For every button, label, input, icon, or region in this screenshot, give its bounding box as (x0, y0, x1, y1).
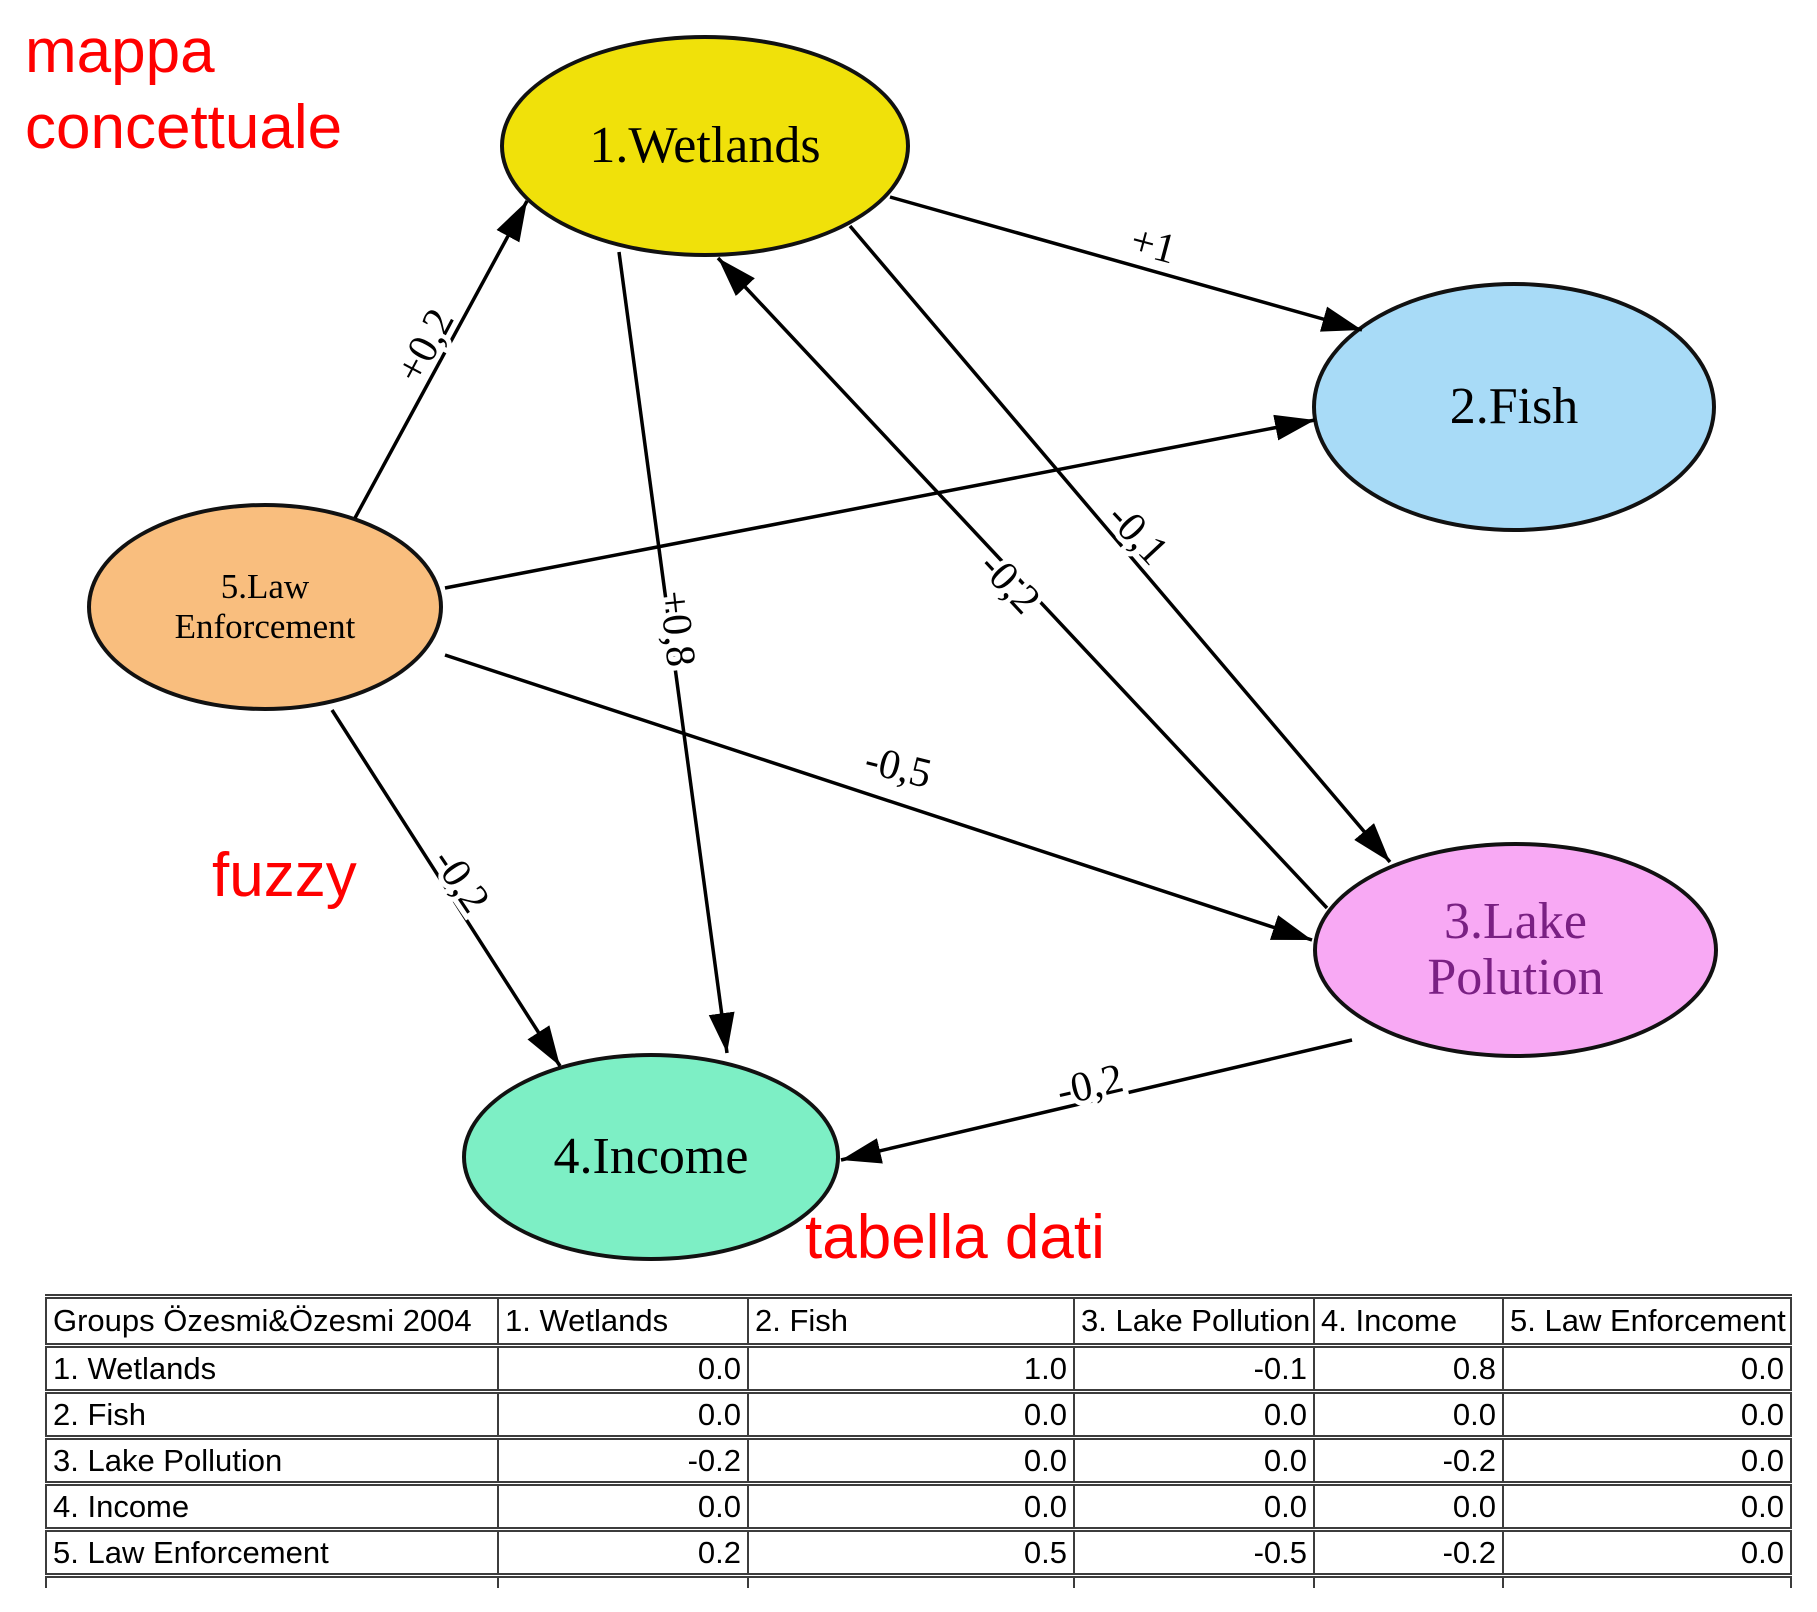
node-law-enforcement-label-line2: Enforcement (174, 607, 356, 646)
node-lake-pollution-label-line1: 3.Lake (1444, 893, 1587, 950)
table-annotation: tabella dati (805, 1203, 1105, 1272)
node-income: 4.Income (462, 1053, 840, 1261)
cell-value: 0.0 (1502, 1527, 1792, 1578)
cell-value: 0.0 (1313, 1389, 1504, 1440)
row-label: 5. Law Enforcement (45, 1527, 499, 1578)
row-label: 2. Fish (45, 1389, 499, 1440)
cell-value: -0.2 (497, 1435, 749, 1486)
cell-value: 0.0 (497, 1389, 749, 1440)
edge-law-enforcement-to-income (330, 709, 562, 1067)
cell-value: 0.0 (1502, 1343, 1792, 1394)
edge-weight-label: -0,1 (1098, 494, 1177, 574)
map-annotation: mappa concettuale (25, 14, 342, 166)
edge-weight-label: +1 (1126, 217, 1181, 273)
table-header-wetlands: 1. Wetlands (497, 1294, 749, 1348)
table-row-lake-pollution: 3. Lake Pollution -0.2 0.0 0.0 -0.2 0.0 (45, 1435, 1792, 1486)
table-header-law-enforcement: 5. Law Enforcement (1502, 1294, 1792, 1348)
edge-law-enforcement-to-wetlands (353, 200, 529, 519)
table-header-income: 4. Income (1313, 1294, 1504, 1348)
node-lake-pollution: 3.Lake Polution (1313, 842, 1718, 1058)
table-row-law-enforcement: 5. Law Enforcement 0.2 0.5 -0.5 -0.2 0.0 (45, 1527, 1792, 1578)
edge-law-enforcement-to-fish (444, 414, 1316, 590)
table-row-income: 4. Income 0.0 0.0 0.0 0.0 0.0 (45, 1481, 1792, 1532)
edge-weight-label: -0,2 (970, 543, 1049, 623)
cell-value: -0.1 (1073, 1343, 1315, 1394)
node-income-label: 4.Income (553, 1128, 749, 1185)
edge-weight-label: -0,2 (423, 840, 498, 921)
node-law-enforcement: 5.Law Enforcement (87, 503, 443, 711)
row-label: 3. Lake Pollution (45, 1435, 499, 1486)
cell-value: 0.0 (747, 1481, 1075, 1532)
cell-value: 0.0 (1502, 1435, 1792, 1486)
table-header-row: Groups Özesmi&Özesmi 2004 1. Wetlands 2.… (45, 1294, 1792, 1348)
adjacency-table: Groups Özesmi&Özesmi 2004 1. Wetlands 2.… (45, 1294, 1792, 1588)
cell-value: 0.0 (1502, 1481, 1792, 1532)
node-fish: 2.Fish (1312, 282, 1716, 532)
cell-value: 0.0 (497, 1343, 749, 1394)
table-header-groups: Groups Özesmi&Özesmi 2004 (45, 1294, 499, 1348)
cell-value: 0.2 (497, 1527, 749, 1578)
table-header-lake-pollution: 3. Lake Pollution (1073, 1294, 1315, 1348)
edge-wetlands-to-income (617, 251, 735, 1054)
map-annotation-line1: mappa (25, 17, 215, 86)
cell-value: 0.0 (1313, 1481, 1504, 1532)
edge-law-enforcement-to-lake-pollution (444, 653, 1313, 942)
node-wetlands-label: 1.Wetlands (589, 117, 821, 174)
cell-value: -0.5 (1073, 1527, 1315, 1578)
table-partial-row (45, 1574, 1792, 1588)
edge-weight-label: -0,2 (1053, 1055, 1128, 1115)
node-wetlands: 1.Wetlands (500, 35, 910, 257)
edge-weight-label: +0,8 (650, 588, 704, 669)
node-lake-pollution-label-line2: Polution (1427, 949, 1604, 1006)
edge-weight-label: +0,2 (387, 301, 463, 390)
cell-value: -0.2 (1313, 1435, 1504, 1486)
cell-value: 0.0 (497, 1481, 749, 1532)
edge-wetlands-to-lake-pollution (848, 224, 1392, 864)
node-fish-label: 2.Fish (1449, 378, 1579, 435)
cell-value: 0.0 (1073, 1435, 1315, 1486)
cell-value: 0.0 (1073, 1481, 1315, 1532)
table-header-fish: 2. Fish (747, 1294, 1075, 1348)
cell-value: 0.0 (1073, 1389, 1315, 1440)
cell-value: 0.0 (747, 1435, 1075, 1486)
row-label: 4. Income (45, 1481, 499, 1532)
cell-value: 0.0 (747, 1389, 1075, 1440)
cell-value: 0.0 (1502, 1389, 1792, 1440)
table-row-fish: 2. Fish 0.0 0.0 0.0 0.0 0.0 (45, 1389, 1792, 1440)
edge-lake-pollution-to-income (840, 1038, 1353, 1164)
edge-wetlands-to-fish (889, 195, 1363, 332)
edge-weight-label: -0,5 (860, 737, 936, 798)
cell-value: 0.5 (747, 1527, 1075, 1578)
row-label: 1. Wetlands (45, 1343, 499, 1394)
cell-value: -0.2 (1313, 1527, 1504, 1578)
node-law-enforcement-label-line1: 5.Law (220, 567, 310, 606)
table-row-wetlands: 1. Wetlands 0.0 1.0 -0.1 0.8 0.0 (45, 1343, 1792, 1394)
map-annotation-line2: concettuale (25, 93, 343, 162)
cell-value: 1.0 (747, 1343, 1075, 1394)
cell-value: 0.8 (1313, 1343, 1504, 1394)
fuzzy-annotation: fuzzy (212, 841, 357, 910)
edge-lake-pollution-to-wetlands (716, 256, 1329, 910)
